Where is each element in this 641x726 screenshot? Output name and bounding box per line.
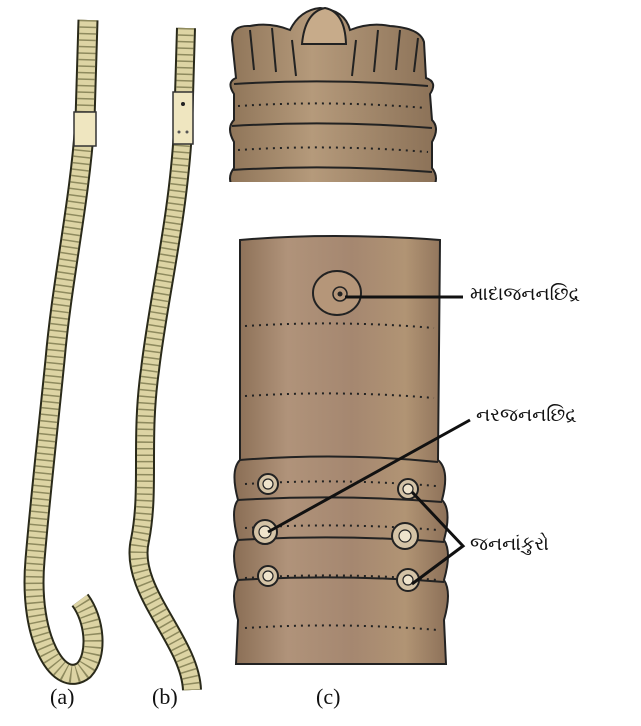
female-pore-center (338, 292, 343, 297)
male-pore-label: નરજનનછિદ્ર (476, 404, 576, 426)
panel-label-a: (a) (50, 684, 74, 710)
worm-b-female-pore-dot (181, 102, 185, 106)
papilla-right-2 (392, 523, 418, 549)
worm-b (138, 28, 193, 690)
papilla-left-1 (258, 474, 278, 494)
worm-a (34, 20, 96, 674)
worm-b-pore-dot-1 (178, 131, 181, 134)
papillae-label: જનનાંકુરો (470, 533, 549, 555)
papilla-left-3 (258, 566, 278, 586)
worm-b-pore-dot-2 (186, 131, 189, 134)
papilla-left-2 (253, 520, 277, 544)
head-segment (220, 8, 450, 222)
head-cut-mask (220, 182, 450, 222)
worm-b-clitellum (173, 92, 193, 144)
female-pore-rim (313, 271, 361, 315)
panel-label-b: (b) (152, 684, 178, 710)
female-pore-label: માદાજનનછિદ્ર (470, 283, 580, 305)
panel-label-c: (c) (316, 684, 340, 710)
worm-a-clitellum (74, 112, 96, 146)
